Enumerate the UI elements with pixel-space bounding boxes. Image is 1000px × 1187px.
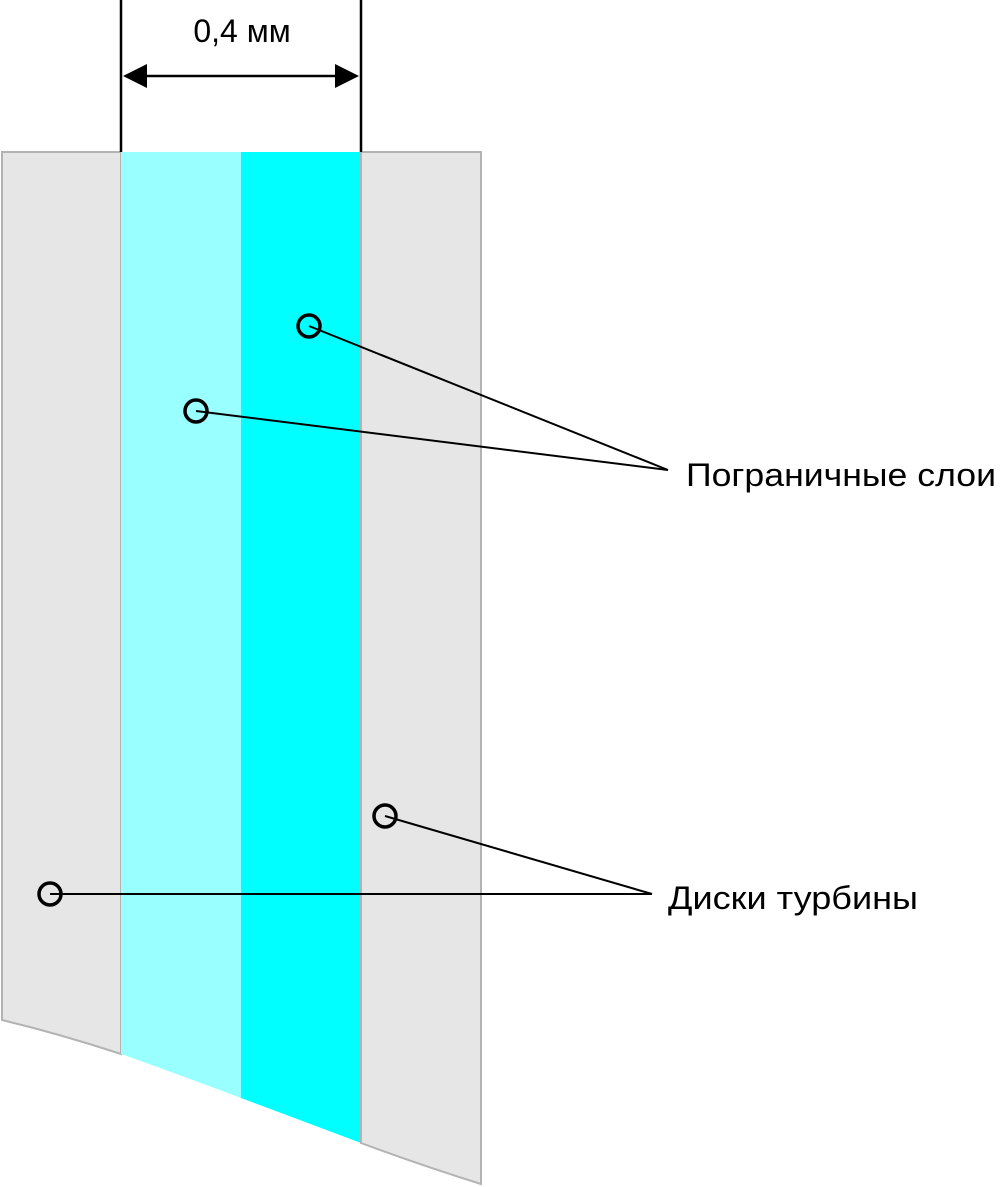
leader-line-dark-layer <box>308 325 669 471</box>
turbine-disk-right <box>360 151 482 1186</box>
callout-turbine-disks: Диски турбины <box>668 880 918 916</box>
boundary-layer-light <box>121 152 241 1098</box>
marker-right-disk <box>372 803 398 829</box>
leader-line-light-layer <box>195 410 669 471</box>
callout-boundary-layers: Пограничные слои <box>686 457 996 493</box>
leader-line-right-disk <box>384 815 653 895</box>
dimension-arrowhead-left <box>123 64 147 88</box>
dimension-label: 0,4 мм <box>193 13 290 49</box>
marker-left-disk <box>37 881 63 907</box>
marker-light-layer <box>183 398 209 424</box>
marker-dark-layer <box>296 313 322 339</box>
dimension-arrowhead-right <box>335 64 359 88</box>
boundary-layer-dark <box>241 152 361 1143</box>
turbine-disk-left <box>1 151 122 1056</box>
